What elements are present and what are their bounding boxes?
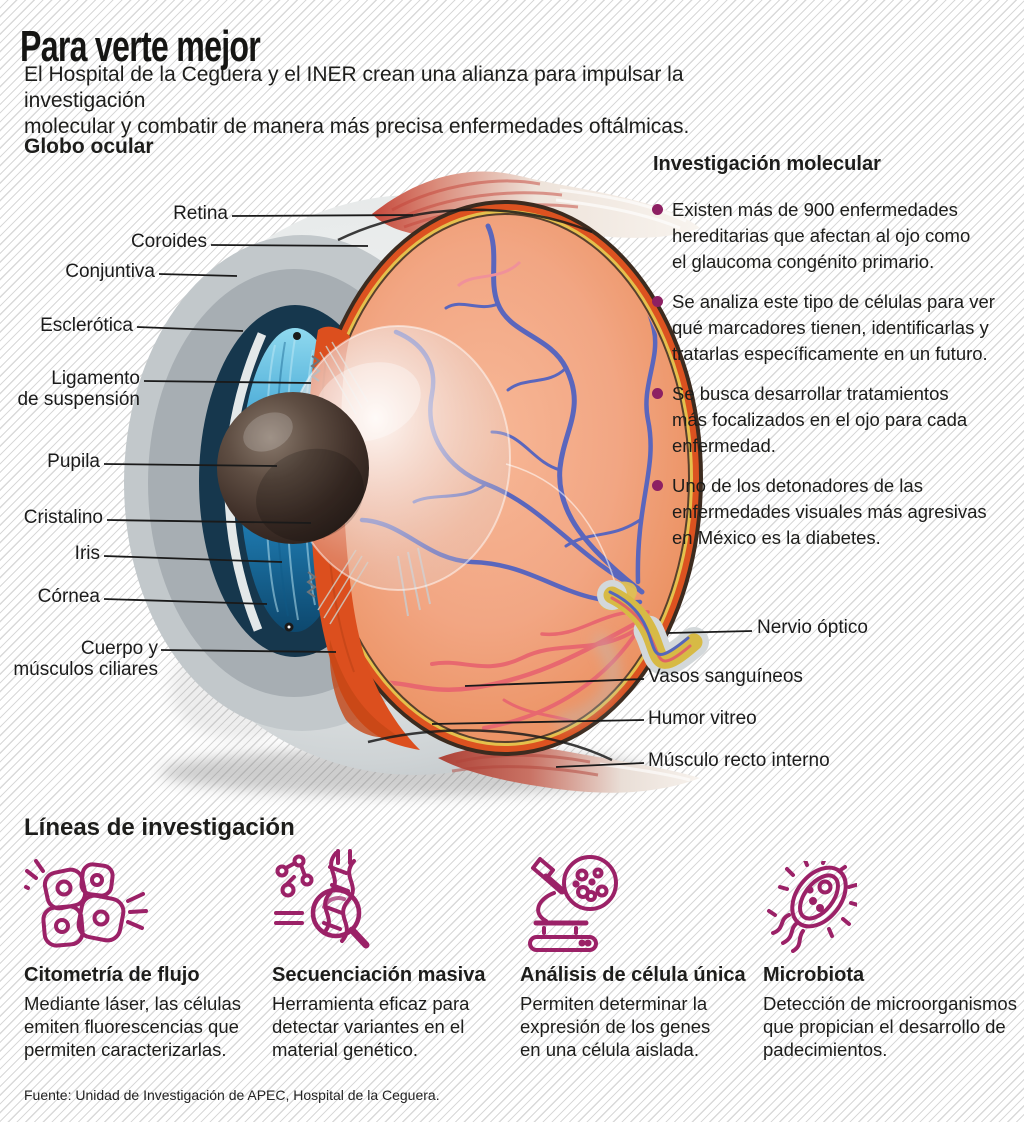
bullet-item: Existen más de 900 enfermedades heredita… [652, 197, 997, 275]
research-item-celula-unica: Análisis de célula única Permiten determ… [520, 851, 760, 1061]
research-item-microbiota: Microbiota Detección de microorganismos … [763, 851, 1024, 1061]
bullet-dot [652, 480, 663, 491]
crystalline-lens [285, 325, 617, 591]
research-description: Herramienta eficaz para detectar variant… [272, 993, 470, 1060]
research-title: Microbiota [763, 964, 865, 986]
pupil [217, 392, 369, 544]
bullet-item: Se analiza este tipo de células para ver… [652, 289, 997, 367]
superior-muscle [372, 171, 700, 238]
eye-label-retina: Retina [173, 203, 228, 224]
research-title: Análisis de célula única [520, 964, 746, 986]
section-heading-lineas-investigacion: Líneas de investigación [24, 814, 295, 841]
bullet-text: Existen más de 900 enfermedades heredita… [672, 199, 971, 272]
zonule-fibers [317, 341, 369, 625]
bullet-item: Uno de los detonadores de las enfermedad… [652, 473, 997, 551]
eye-outline [307, 200, 703, 756]
research-description: Permiten determinar la expresión de los … [520, 993, 711, 1060]
research-description: Detección de microorganismos que propici… [763, 993, 1017, 1060]
microscope-icon [528, 855, 618, 952]
eye-label-esclerotica: Esclerótica [40, 315, 133, 336]
bullet-dot [652, 388, 663, 399]
vitreous-interior [322, 215, 688, 741]
eye-label-humor-vitreo: Humor vitreo [648, 708, 757, 729]
bullet-text: Uno de los detonadores de las enfermedad… [672, 475, 987, 548]
eye-label-pupila: Pupila [47, 451, 100, 472]
bullet-text: Se analiza este tipo de células para ver… [672, 291, 995, 364]
bullet-dot [652, 296, 663, 307]
research-item-secuenciacion: Secuenciación masiva Herramienta eficaz … [272, 849, 507, 1061]
section-heading-globo-ocular: Globo ocular [24, 135, 154, 158]
eye-label-nervio-optico: Nervio óptico [757, 617, 868, 638]
eye-label-cornea: Córnea [37, 586, 100, 607]
molecular-bullet-list: Existen más de 900 enfermedades heredita… [652, 197, 997, 565]
iris [240, 328, 350, 632]
flow-cytometry-cells-icon [24, 859, 148, 948]
research-item-citometria: Citometría de flujo Mediante láser, las … [24, 851, 262, 1061]
bullet-dot [652, 204, 663, 215]
cornea-arc [224, 332, 267, 632]
research-description: Mediante láser, las células emiten fluor… [24, 993, 241, 1060]
retina-rim [317, 210, 693, 746]
eye-label-vasos: Vasos sanguíneos [648, 666, 803, 687]
dna-magnifier-icon [274, 849, 370, 949]
eye-label-ligamento: Ligamento de suspensión [17, 368, 140, 410]
section-heading-investigacion-molecular: Investigación molecular [653, 153, 881, 175]
iris-dark-ring [199, 305, 391, 657]
source-credit: Fuente: Unidad de Investigación de APEC,… [24, 1087, 440, 1103]
choroid-rim [311, 204, 699, 752]
eye-shadow [160, 640, 650, 796]
eye-label-iris: Iris [74, 543, 100, 564]
eye-label-cristalino: Cristalino [23, 507, 103, 528]
choroid-wall [308, 326, 420, 750]
sclera-veins [181, 249, 337, 623]
optic-nerve [556, 580, 709, 728]
page-subtitle: El Hospital de la Ceguera y el INER crea… [24, 63, 690, 138]
research-title: Citometría de flujo [24, 964, 200, 986]
page-title: Para verte mejor [20, 22, 261, 71]
bullet-item: Se busca desarrollar tratamientos más fo… [652, 381, 997, 459]
bacteria-icon [767, 861, 857, 953]
eye-label-conjuntiva: Conjuntiva [65, 261, 155, 282]
eye-label-coroides: Coroides [130, 231, 207, 252]
eye-label-cuerpo-ciliar: Cuerpo y músculos ciliares [13, 638, 158, 680]
optic-disc [599, 581, 637, 611]
blood-vessels [328, 223, 658, 730]
suspension-coils [306, 355, 321, 598]
bullet-text: Se busca desarrollar tratamientos más fo… [672, 383, 968, 456]
research-title: Secuenciación masiva [272, 964, 486, 986]
eye-label-musculo-recto: Músculo recto interno [648, 750, 830, 771]
